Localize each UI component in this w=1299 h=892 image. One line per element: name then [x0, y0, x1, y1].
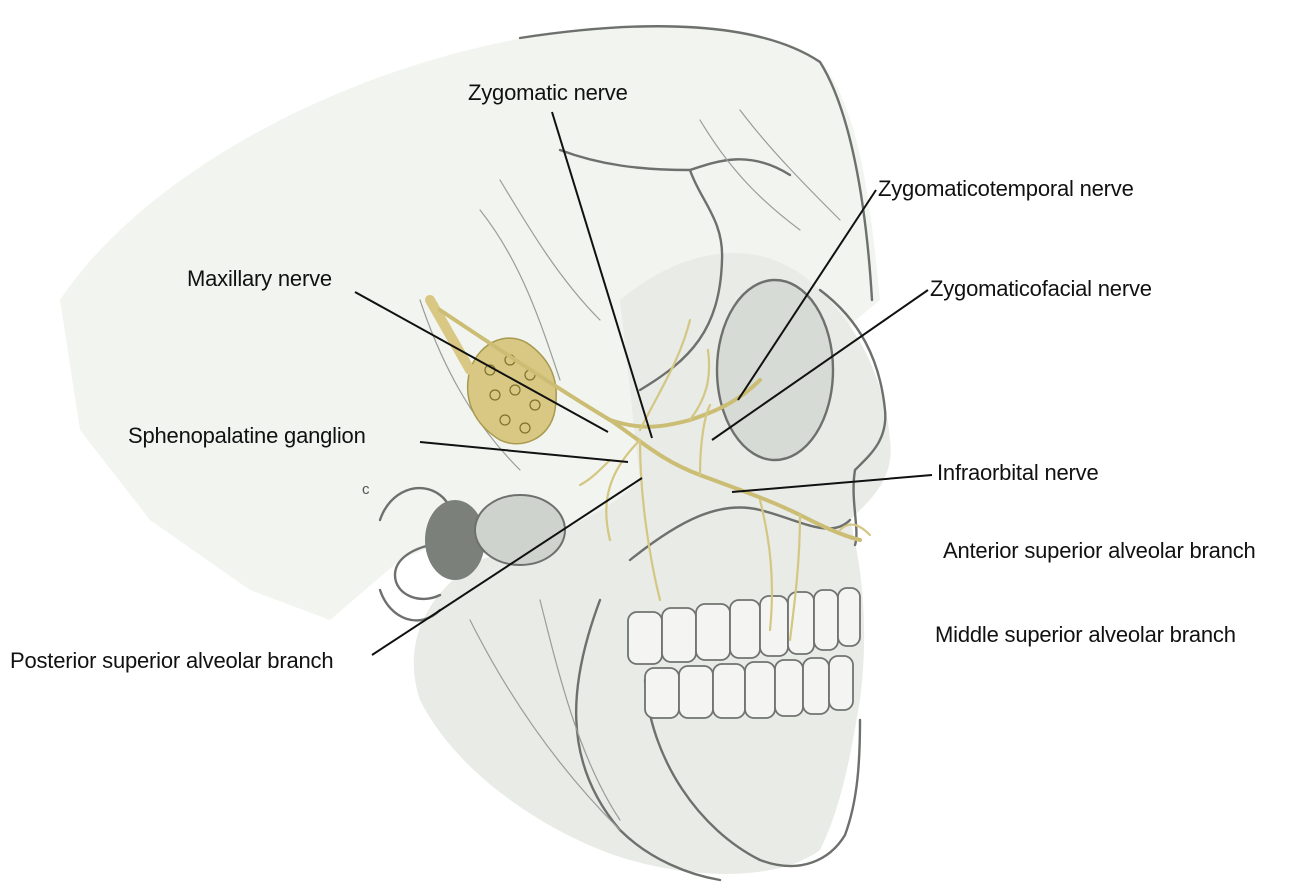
label-zygomaticofacial-nerve: Zygomaticofacial nerve [930, 278, 1152, 300]
label-middle-superior-alveolar-branch: Middle superior alveolar branch [935, 624, 1236, 646]
label-maxillary-nerve: Maxillary nerve [187, 268, 332, 290]
condyle [475, 495, 565, 565]
label-zygomaticotemporal-nerve: Zygomaticotemporal nerve [878, 178, 1134, 200]
label-infraorbital-nerve: Infraorbital nerve [937, 462, 1099, 484]
orbit [717, 280, 833, 460]
label-posterior-superior-alveolar-branch: Posterior superior alveolar branch [10, 650, 333, 672]
label-anterior-superior-alveolar-branch: Anterior superior alveolar branch [943, 540, 1256, 562]
small-mark-c: c [362, 482, 369, 497]
label-sphenopalatine-ganglion: Sphenopalatine ganglion [128, 425, 366, 447]
label-zygomatic-nerve: Zygomatic nerve [468, 82, 628, 104]
